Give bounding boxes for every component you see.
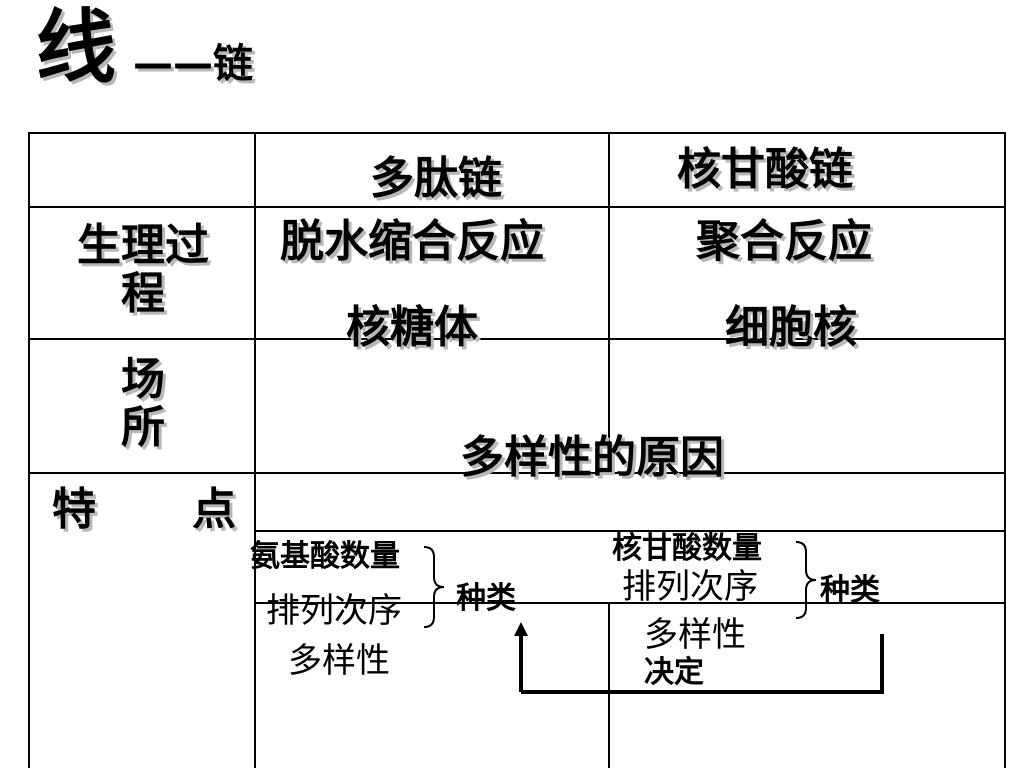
- peptide-cause-amino-count: 氨基酸数量: [250, 539, 400, 574]
- header-nucleotide: 核甘酸链: [677, 144, 853, 195]
- nucleotide-decides: 决定: [644, 655, 704, 690]
- header-peptide: 多肽链: [370, 153, 502, 204]
- title-dash: ——链: [133, 41, 253, 87]
- decides-arrow-icon: [514, 622, 884, 694]
- nucleotide-brace-icon: [795, 541, 817, 619]
- nucleotide-cause-order: 排列次序: [622, 567, 758, 607]
- row-label-feature-2: 点: [192, 484, 236, 535]
- peptide-site: 核糖体: [346, 302, 478, 353]
- row-label-feature-1: 特: [52, 484, 96, 535]
- peptide-cause-order: 排列次序: [266, 591, 402, 631]
- row-label-process-line2: 程: [121, 268, 165, 320]
- peptide-kind: 种类: [456, 581, 516, 616]
- nucleotide-kind: 种类: [820, 573, 880, 608]
- nucleotide-diversity: 多样性: [644, 615, 746, 655]
- peptide-process: 脱水缩合反应: [280, 216, 544, 267]
- nucleotide-cause-count: 核甘酸数量: [612, 531, 762, 566]
- row-label-site-line2: 所: [121, 402, 165, 454]
- row-label-site-line1: 场: [121, 354, 165, 405]
- peptide-brace-icon: [423, 546, 445, 628]
- nucleotide-site: 细胞核: [725, 302, 857, 353]
- row-label-process-line1: 生理过: [77, 220, 209, 271]
- title-main: 线: [36, 1, 116, 94]
- diversity-reason-title: 多样性的原因: [460, 432, 724, 483]
- peptide-diversity: 多样性: [288, 641, 390, 681]
- row-label-site: 场 所: [40, 354, 246, 454]
- nucleotide-process: 聚合反应: [696, 216, 872, 267]
- row-label-process: 生理过 程: [40, 220, 246, 320]
